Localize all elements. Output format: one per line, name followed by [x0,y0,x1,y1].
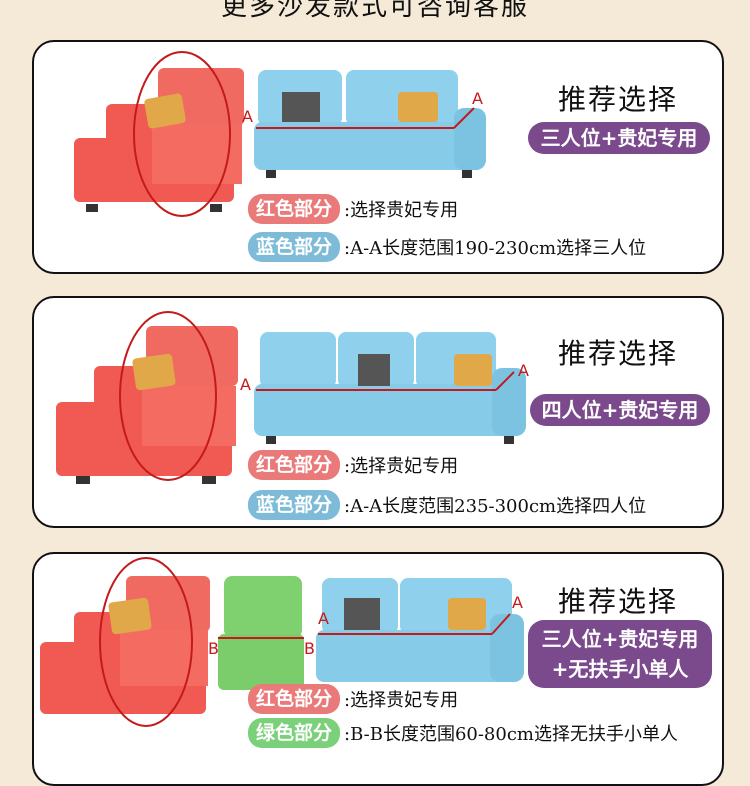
row-desc: :B-B长度范围60-80cm选择无扶手小单人 [344,724,678,745]
red-chaise-section [56,311,238,484]
recommend-title: 推荐选择 [558,337,679,370]
option-card-three-seat-plus-single: A A B B 推荐选择 三人位+贵妃专用 +无扶手小单人 红色部分 :选择贵妃… [32,552,724,786]
recommend-title: 推荐选择 [558,83,679,116]
recommend-badge-line-1: 三人位+贵妃专用 [541,627,699,651]
sofa-illustration: A A B B [40,557,524,727]
row-desc: :选择贵妃专用 [344,690,459,711]
recommend-title: 推荐选择 [558,585,679,618]
recommend-badge: 四人位+贵妃专用 [530,394,710,426]
mark-a-right: A [518,361,529,380]
option-card-four-seat: A A 推荐选择 四人位+贵妃专用 红色部分 :选择贵妃专用 蓝色部分 :A-A… [32,296,724,528]
recommend-badge: 三人位+贵妃专用 [528,122,710,154]
row-red: 红色部分 :选择贵妃专用 [248,450,458,480]
pill-red-part: 红色部分 [248,194,341,224]
option-card-three-seat: A A 推荐选择 三人位+贵妃专用 红色部分 :选择贵妃专用 蓝色部分 :A-A… [32,40,724,274]
blue-sofa-section [254,70,486,178]
row-green: 绿色部分 :B-B长度范围60-80cm选择无扶手小单人 [248,718,678,748]
red-chaise-section [40,557,210,727]
mark-a-right: A [512,593,523,612]
mark-a-left: A [318,609,329,628]
row-blue: 蓝色部分 :A-A长度范围235-300cm选择四人位 [248,490,646,520]
blue-sofa-section [254,332,526,444]
row-desc: :选择贵妃专用 [344,200,459,221]
page-header: 更多沙发款式可咨询客服 [220,0,529,22]
sofa-illustration: A A [56,311,529,484]
row-desc: :选择贵妃专用 [344,456,459,477]
mark-a-left: A [240,375,251,394]
mark-a-right: A [472,89,483,108]
pill-red-part: 红色部分 [248,684,341,714]
row-desc: :A-A长度范围190-230cm选择三人位 [344,238,647,259]
blue-sofa-section [316,578,524,682]
row-red: 红色部分 :选择贵妃专用 [248,194,458,224]
mark-b-left: B [208,639,219,658]
green-single-section [218,576,304,690]
row-blue: 蓝色部分 :A-A长度范围190-230cm选择三人位 [248,232,646,262]
sofa-illustration: A A [74,51,486,217]
row-red: 红色部分 :选择贵妃专用 [248,684,458,714]
pill-blue-part: 蓝色部分 [248,232,341,262]
mark-b-right: B [304,639,315,658]
red-chaise-section [74,51,244,217]
pill-green-part: 绿色部分 [248,718,341,748]
pill-blue-part: 蓝色部分 [248,490,341,520]
pill-red-part: 红色部分 [248,450,341,480]
row-desc: :A-A长度范围235-300cm选择四人位 [344,496,647,517]
recommend-badge-line-2: +无扶手小单人 [551,657,689,681]
recommend-badge: 三人位+贵妃专用 +无扶手小单人 [528,620,712,688]
mark-a-left: A [242,107,253,126]
